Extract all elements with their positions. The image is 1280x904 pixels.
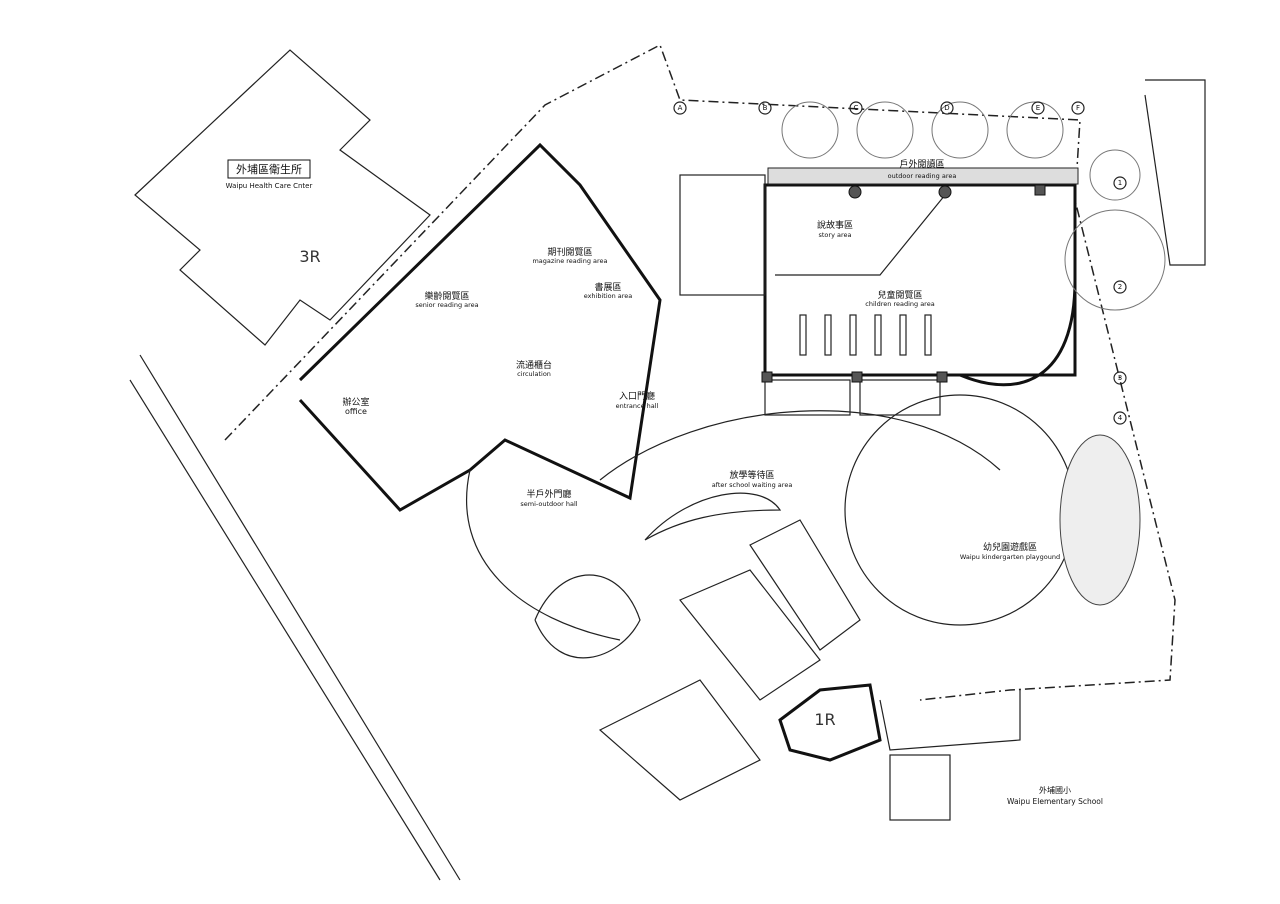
waiting-area-arc: [599, 410, 1001, 481]
playground: [844, 394, 1076, 626]
semi-outdoor-curve: [465, 469, 621, 641]
grid-label: D: [944, 104, 949, 112]
annex-building: [778, 683, 882, 762]
library-west-wing: [298, 142, 662, 512]
road-edge-2: [129, 379, 441, 881]
svg-text:期刊閱覽區: 期刊閱覽區: [547, 246, 592, 258]
svg-text:office: office: [345, 407, 367, 416]
svg-text:entrance hall: entrance hall: [616, 402, 659, 410]
svg-text:after school waiting area: after school waiting area: [712, 481, 793, 489]
svg-text:exhibition area: exhibition area: [584, 292, 633, 300]
health-center-outline: [134, 49, 431, 346]
svg-text:放學等待區: 放學等待區: [729, 469, 774, 481]
columns: [761, 184, 1046, 383]
svg-text:戶外閱讀區: 戶外閱讀區: [899, 158, 944, 170]
room-label-outdoor-reading: 戶外閱讀區 outdoor reading area: [888, 158, 957, 180]
grid-label: 2: [1118, 283, 1122, 291]
svg-text:兒童閱覽區: 兒童閱覽區: [877, 289, 922, 301]
svg-text:辦公室: 辦公室: [342, 396, 369, 408]
svg-text:流通櫃台: 流通櫃台: [516, 359, 552, 371]
school-name-zh: 外埔國小: [1039, 785, 1071, 795]
outdoor-reading-strip: [767, 167, 1079, 185]
svg-text:story area: story area: [819, 231, 852, 239]
parking: [679, 569, 821, 701]
stair-2: [859, 379, 941, 416]
health-center-name-en: Waipu Health Care Cnter: [226, 182, 313, 190]
school-building: [889, 754, 951, 821]
svg-text:Waipu kindergarten playgound: Waipu kindergarten playgound: [960, 553, 1060, 561]
svg-text:說故事區: 說故事區: [817, 219, 853, 231]
school-name-en: Waipu Elementary School: [1007, 797, 1103, 806]
book-shelves: [799, 314, 932, 356]
grid-label: F: [1076, 104, 1080, 112]
road-edge: [139, 354, 461, 881]
svg-text:入口門廳: 入口門廳: [619, 390, 655, 402]
svg-text:children reading area: children reading area: [865, 300, 934, 308]
grid-label: E: [1036, 104, 1040, 112]
svg-text:magazine reading area: magazine reading area: [532, 257, 607, 265]
canopy-2: [644, 492, 782, 541]
health-center-name-zh: 外埔區衛生所: [236, 162, 302, 176]
story-area-wall: [775, 194, 946, 276]
east-stair: [1144, 79, 1206, 266]
planted-area: [1059, 434, 1141, 606]
grid-label: 4: [1118, 414, 1123, 422]
svg-text:outdoor reading area: outdoor reading area: [888, 172, 957, 180]
site-boundary: [224, 43, 1176, 701]
health-center-label-box: [227, 159, 311, 179]
svg-text:senior reading area: senior reading area: [415, 301, 478, 309]
svg-text:semi-outdoor hall: semi-outdoor hall: [520, 500, 577, 508]
children-wing: [763, 183, 1077, 377]
annex-floors: 1R: [814, 710, 835, 729]
svg-text:半戶外門廳: 半戶外門廳: [526, 488, 571, 500]
grid-label: 3: [1118, 374, 1122, 382]
health-center-floors: 3R: [299, 247, 320, 266]
stair: [764, 379, 851, 416]
trees: [781, 101, 1166, 311]
svg-text:circulation: circulation: [517, 370, 551, 378]
grid-label: B: [763, 104, 768, 112]
grid-label: A: [678, 104, 683, 112]
restroom-core: [679, 174, 766, 296]
grid-label: 1: [1118, 179, 1122, 187]
parking-2: [749, 519, 861, 651]
grid-markers: B C D E F A 1 2 3 4: [673, 101, 1127, 425]
canopy: [534, 574, 641, 659]
svg-text:樂齡閱覽區: 樂齡閱覽區: [424, 290, 469, 302]
parking-3: [598, 679, 761, 801]
svg-text:書展區: 書展區: [594, 281, 621, 293]
children-wing-curve: [959, 279, 1077, 387]
svg-text:幼兒園遊戲區: 幼兒園遊戲區: [983, 541, 1037, 553]
grid-label: C: [854, 104, 859, 112]
school-boundary: [879, 690, 1021, 751]
